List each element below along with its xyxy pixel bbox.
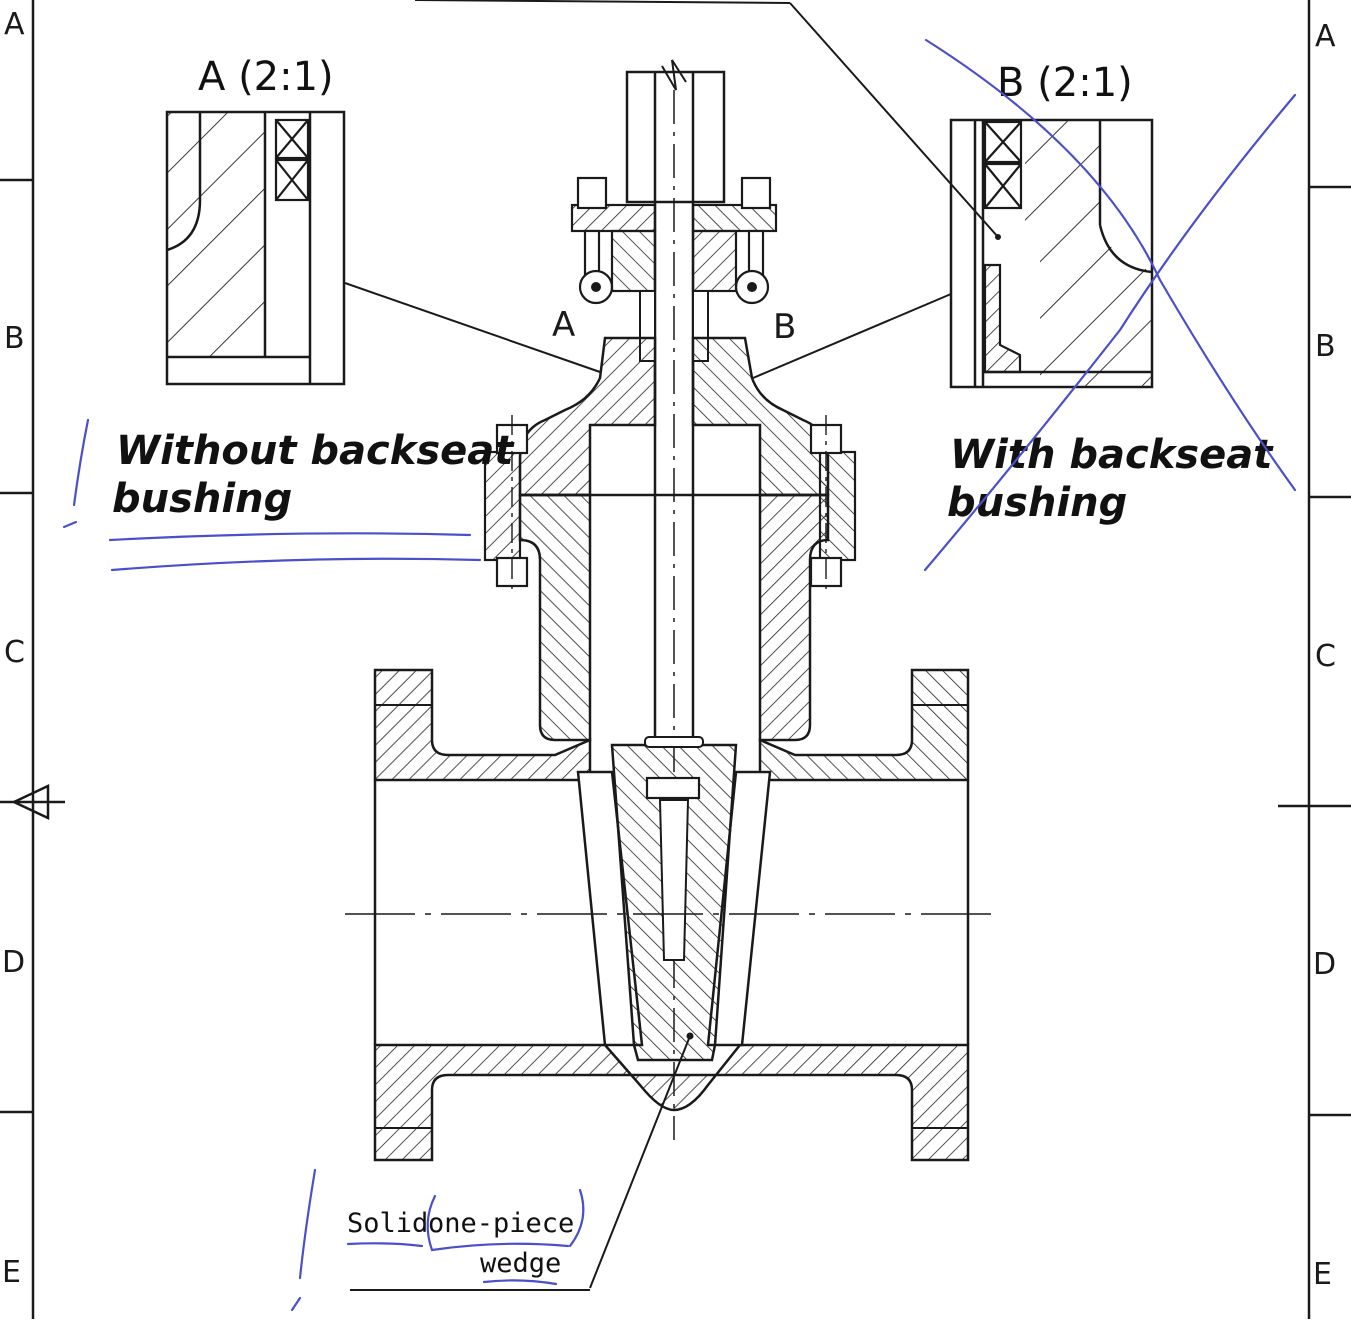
zone-left-b: B xyxy=(4,321,25,356)
zone-right-b: B xyxy=(1315,329,1336,364)
note-with-backseat: With backseat bushing xyxy=(947,432,1274,526)
note-without-backseat: Without backseat bushing xyxy=(112,428,515,522)
wedge-label-solid: Solid xyxy=(347,1208,428,1239)
detail-b: B (2:1) xyxy=(949,60,1154,389)
note-with-line2: bushing xyxy=(947,480,1127,526)
detail-a-title: A (2:1) xyxy=(198,54,334,100)
zone-left-e: E xyxy=(2,1255,21,1290)
zone-right-c: C xyxy=(1315,639,1336,674)
zone-labels-right: A B C D E xyxy=(1313,19,1336,1292)
zone-left-c: C xyxy=(4,635,25,670)
detail-a: A (2:1) xyxy=(165,54,346,386)
wedge-label-one-piece: one-piece xyxy=(428,1208,574,1239)
detail-b-title: B (2:1) xyxy=(997,60,1133,106)
zone-right-a: A xyxy=(1315,19,1336,54)
note-without-line1: Without backseat xyxy=(116,428,515,474)
zone-left-a: A xyxy=(4,7,25,42)
zone-labels-left: A B C D E xyxy=(2,7,25,1290)
note-without-line2: bushing xyxy=(112,476,292,522)
zone-left-d: D xyxy=(2,945,25,980)
wedge-label-wedge: wedge xyxy=(480,1248,561,1279)
zone-right-e: E xyxy=(1313,1257,1332,1292)
ink-annotations xyxy=(62,38,1297,1312)
zone-right-d: D xyxy=(1313,947,1336,982)
wedge-label: Solid one-piece wedge xyxy=(347,1208,574,1279)
valve-assembly xyxy=(345,59,1000,1162)
note-with-line1: With backseat xyxy=(950,432,1274,478)
callout-b: B xyxy=(773,307,796,347)
callout-a: A xyxy=(552,305,575,345)
